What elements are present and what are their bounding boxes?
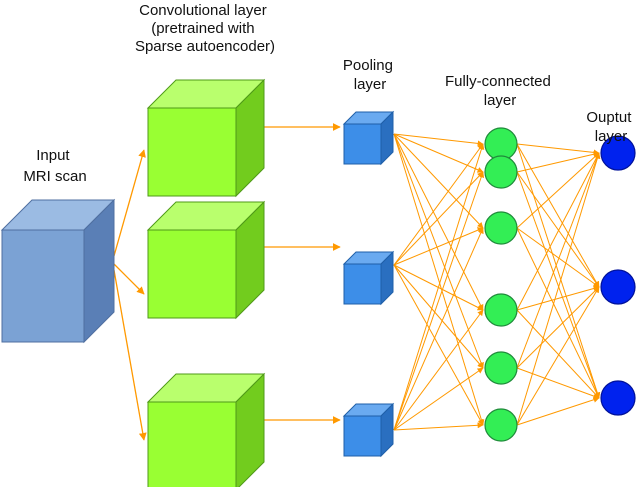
fc-out-link-9: [516, 227, 600, 399]
fc-out-link-15: [516, 367, 600, 399]
fc-layer-label: Fully-connected layer: [445, 73, 555, 109]
fc-node-3: [484, 211, 518, 245]
pool-fc-link-2: [393, 133, 484, 173]
fc-out-link-13: [516, 152, 600, 369]
input-conv-arrow-3: [113, 269, 147, 441]
fc-out-link-11: [516, 285, 600, 311]
conv-cube-1: [146, 78, 266, 198]
input-mri-cube: [0, 198, 116, 344]
conv-label-line-3: Sparse autoencoder): [135, 38, 275, 55]
pool-cube-3-front-face: [343, 415, 382, 457]
pool-cube-2-front-face: [343, 263, 382, 305]
pool-cube-2: [342, 250, 395, 306]
pooling-layer-cubes: [342, 110, 395, 458]
conv-layer-label: Convolutional layer (pretrained with Spa…: [135, 2, 275, 55]
fc-out-link-12: [516, 309, 600, 399]
fc-node-4: [484, 293, 518, 327]
fc-out-link-5: [516, 171, 600, 288]
input-label-line-2: MRI scan: [23, 168, 86, 185]
pool-fc-link-16: [393, 309, 484, 431]
fc-out-link-7: [516, 152, 600, 229]
pool-fc-link-7: [393, 143, 484, 266]
fc-out-link-6: [516, 171, 600, 399]
pool-to-fc-connections: [393, 133, 485, 431]
input-cube-shape-front-face: [1, 229, 85, 343]
fc-out-link-8: [516, 227, 600, 288]
pool-cube-1-front-face: [343, 123, 382, 165]
fc-out-link-18: [516, 396, 600, 426]
conv-layer-cubes: [146, 78, 266, 487]
fc-out-link-16: [516, 152, 601, 426]
output-label-line-2: layer: [595, 128, 628, 145]
fc-node-2: [484, 155, 518, 189]
output-nodes: [600, 135, 636, 416]
fc-out-link-2: [516, 143, 600, 288]
pool-fc-link-6: [393, 133, 485, 426]
conv-cube-2-front-face: [147, 229, 237, 319]
fc-out-link-1: [516, 143, 600, 156]
fc-out-link-10: [516, 152, 600, 311]
pool-fc-link-5: [393, 133, 484, 369]
conv-cube-1-front-face: [147, 107, 237, 197]
pool-fc-link-14: [393, 171, 485, 431]
pool-cube-3: [342, 402, 395, 458]
fc-to-output-connections: [516, 143, 601, 426]
fully-connected-nodes: [484, 127, 518, 442]
fc-node-1: [484, 127, 518, 161]
fc-out-link-4: [516, 151, 600, 173]
conv-label-line-1: Convolutional layer: [139, 2, 267, 19]
pool-fc-link-17: [393, 367, 484, 431]
fc-out-link-17: [516, 286, 600, 426]
pool-fc-link-15: [393, 227, 484, 431]
conv-cube-2: [146, 200, 266, 320]
output-node-1: [600, 135, 636, 171]
input-conv-arrow-1: [113, 149, 146, 257]
input-label-line-1: Input: [36, 147, 70, 164]
pool-fc-link-8: [393, 171, 484, 266]
fc-node-6: [484, 408, 518, 442]
pool-fc-link-18: [393, 422, 484, 431]
pool-fc-link-11: [393, 264, 484, 369]
output-node-3: [600, 380, 636, 416]
pool-fc-link-12: [393, 264, 484, 426]
fc-out-link-14: [516, 286, 600, 369]
pool-fc-link-3: [393, 133, 484, 229]
pool-label-line-1: Pooling: [343, 57, 393, 74]
fc-out-link-3: [516, 143, 601, 399]
pool-fc-link-13: [393, 143, 485, 431]
input-to-conv-arrows: [113, 149, 147, 441]
pool-cube-1: [342, 110, 395, 166]
input-label: Input MRI scan: [23, 147, 86, 185]
conv-label-line-2: (pretrained with: [151, 20, 254, 37]
pool-label-line-2: layer: [354, 76, 387, 93]
pool-fc-link-9: [393, 227, 484, 266]
pooling-layer-label: Pooling layer: [343, 57, 397, 93]
output-label-line-1: Ouptut: [586, 109, 632, 126]
conv-cube-3: [146, 372, 266, 487]
conv-to-pool-arrows: [264, 123, 341, 424]
fc-label-line-2: layer: [484, 92, 517, 109]
input-cube-shape: [0, 198, 116, 344]
pool-fc-link-4: [393, 133, 484, 311]
fc-node-5: [484, 351, 518, 385]
output-node-2: [600, 269, 636, 305]
pool-fc-link-1: [393, 133, 484, 147]
fc-label-line-1: Fully-connected: [445, 73, 551, 90]
conv-cube-3-front-face: [147, 401, 237, 487]
input-conv-arrow-2: [113, 263, 145, 295]
output-layer-label: Ouptut layer: [586, 109, 635, 145]
